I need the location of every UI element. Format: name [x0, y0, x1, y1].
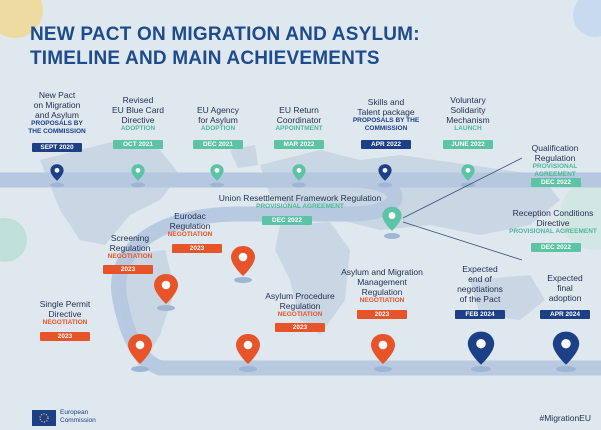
milestone-singlepermit-date: 2023: [40, 332, 90, 341]
milestone-adoption: Expected final adoption: [547, 273, 583, 303]
pin-skills-icon: [378, 164, 392, 181]
milestone-return: EU Return Coordinator APPOINTMENT: [275, 105, 323, 132]
milestone-singlepermit: Single Permit Directive NEGOTIATION: [39, 299, 91, 326]
milestone-endneg-date: FEB 2024: [455, 310, 505, 319]
milestone-resettlement: Union Resettlement Framework Regulation …: [218, 193, 382, 210]
pin-pact-icon: [50, 164, 64, 181]
logo-text-line1: European: [60, 409, 89, 416]
milestone-resettlement-date: DEC 2022: [262, 216, 312, 225]
milestone-adoption-date: APR 2024: [540, 310, 590, 319]
milestone-return-date: MAR 2022: [274, 140, 324, 149]
logo-text-line2: Commission: [60, 416, 96, 424]
milestone-skills: Skills and Talent package PROPOSALS BY T…: [352, 97, 420, 132]
milestone-qualification-date: DEC 2022: [531, 178, 581, 187]
pin-screening-icon: [154, 274, 178, 304]
milestone-reception-date: DEC 2022: [531, 243, 581, 252]
pin-bluecard-icon: [131, 164, 145, 181]
milestone-screening-date: 2023: [103, 265, 153, 274]
pin-eurodac-icon: [231, 246, 255, 276]
european-commission-logo: European Commission: [32, 409, 102, 427]
milestone-screening: Screening Regulation NEGOTIATION: [107, 233, 153, 260]
milestone-management-date: 2023: [357, 310, 407, 319]
page-title-line2: TIMELINE AND MAIN ACHIEVEMENTS: [30, 48, 380, 69]
milestone-skills-date: APR 2022: [361, 140, 411, 149]
milestone-solidarity-date: JUNE 2022: [443, 140, 493, 149]
pin-procedure-icon: [236, 334, 260, 364]
eu-flag-icon: [32, 410, 56, 426]
pin-solidarity-icon: [461, 164, 475, 181]
milestone-agency: EU Agency for Asylum ADOPTION: [196, 105, 240, 132]
milestone-pact: New Pact on Migration and Asylum PROPOSA…: [28, 90, 86, 135]
pin-adoption-icon: [552, 331, 580, 365]
milestone-solidarity: Voluntary Solidarity Mechanism LAUNCH: [446, 95, 490, 132]
milestone-eurodac-date: 2023: [172, 244, 222, 253]
pin-resettlement-icon: [382, 206, 402, 231]
pin-singlepermit-icon: [128, 334, 152, 364]
milestone-procedure: Asylum Procedure Regulation NEGOTIATION: [265, 291, 335, 318]
milestone-qualification: Qualification Regulation PROVISIONAL AGR…: [531, 143, 579, 178]
milestone-endneg: Expected end of negotiations of the Pact: [457, 264, 503, 304]
pin-endneg-icon: [467, 331, 495, 365]
milestone-eurodac: Eurodac Regulation NEGOTIATION: [167, 211, 213, 238]
page-title-line1: NEW PACT ON MIGRATION AND ASYLUM:: [30, 24, 420, 45]
pin-agency-icon: [210, 164, 224, 181]
milestone-pact-date: SEPT 2020: [32, 143, 82, 152]
milestone-management: Asylum and Migration Management Regulati…: [341, 267, 423, 304]
pin-return-icon: [292, 164, 306, 181]
milestone-procedure-date: 2023: [275, 323, 325, 332]
milestone-agency-date: DEC 2021: [193, 140, 243, 149]
milestone-reception: Reception Conditions Directive PROVISION…: [509, 208, 597, 235]
hashtag: #MigrationEU: [539, 413, 592, 423]
milestone-bluecard-date: OCT 2021: [113, 140, 163, 149]
milestone-bluecard: Revised EU Blue Card Directive ADOPTION: [112, 95, 164, 132]
pin-management-icon: [371, 334, 395, 364]
